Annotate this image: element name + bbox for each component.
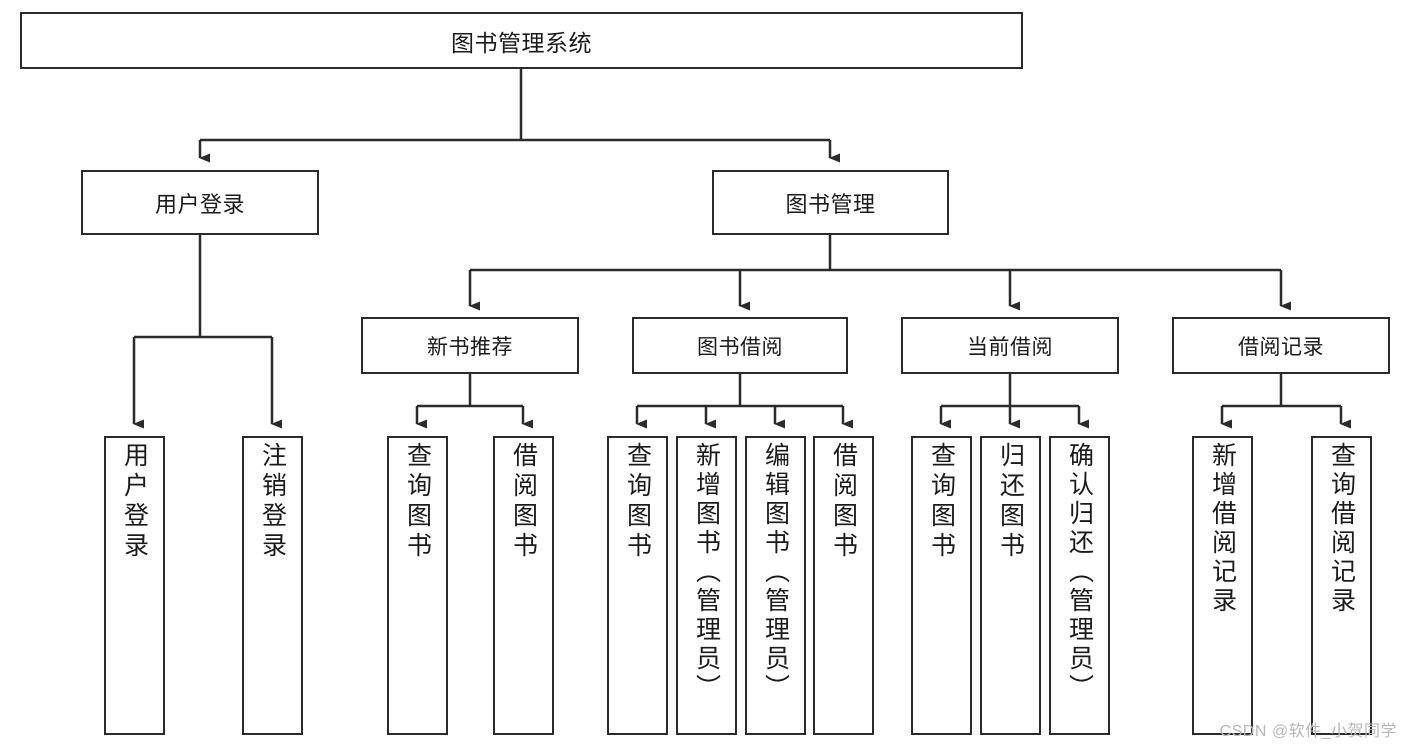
node-label: 查询图书 — [403, 442, 432, 562]
node-label: 图书管理 — [785, 191, 876, 217]
node-label: 当前借阅 — [967, 335, 1053, 359]
node-label: 查询图书 — [623, 442, 652, 562]
leaf-add-book-admin[interactable]: 新增图书（管理员） — [676, 436, 737, 735]
node-label: 编辑图书（管理员） — [761, 442, 790, 703]
leaf-logout[interactable]: 注销登录 — [242, 436, 303, 735]
leaf-query-book-current[interactable]: 查询图书 — [911, 436, 972, 735]
leaf-query-borrow-record[interactable]: 查询借阅记录 — [1311, 436, 1372, 735]
node-label: 借阅图书 — [829, 442, 858, 562]
node-label: 图书管理系统 — [451, 29, 592, 56]
leaf-edit-book-admin[interactable]: 编辑图书（管理员） — [745, 436, 806, 735]
leaf-return-book[interactable]: 归还图书 — [980, 436, 1041, 735]
node-current-borrow[interactable]: 当前借阅 — [901, 317, 1119, 374]
node-label: 新书推荐 — [427, 335, 513, 359]
node-label: 归还图书 — [996, 442, 1025, 562]
node-label: 借阅记录 — [1238, 335, 1324, 359]
leaf-query-book-borrow[interactable]: 查询图书 — [607, 436, 668, 735]
node-new-book-recommend[interactable]: 新书推荐 — [361, 317, 579, 374]
node-root-system[interactable]: 图书管理系统 — [20, 12, 1023, 69]
node-label: 借阅图书 — [509, 442, 538, 562]
leaf-confirm-return-admin[interactable]: 确认归还（管理员） — [1049, 436, 1110, 735]
node-book-management[interactable]: 图书管理 — [712, 170, 949, 235]
node-borrow-record[interactable]: 借阅记录 — [1172, 317, 1390, 374]
node-label: 新增借阅记录 — [1208, 442, 1237, 616]
leaf-query-book-newbook[interactable]: 查询图书 — [387, 436, 448, 735]
node-label: 用户登录 — [120, 442, 149, 562]
node-label: 查询借阅记录 — [1327, 442, 1356, 616]
node-label: 新增图书（管理员） — [692, 442, 721, 703]
node-label: 用户登录 — [154, 191, 245, 217]
node-user-login[interactable]: 用户登录 — [81, 170, 319, 235]
leaf-add-borrow-record[interactable]: 新增借阅记录 — [1192, 436, 1253, 735]
node-book-borrow[interactable]: 图书借阅 — [632, 317, 848, 374]
node-label: 确认归还（管理员） — [1065, 442, 1094, 703]
node-label: 图书借阅 — [697, 335, 783, 359]
leaf-borrow-book[interactable]: 借阅图书 — [813, 436, 874, 735]
leaf-user-login[interactable]: 用户登录 — [104, 436, 165, 735]
node-label: 查询图书 — [927, 442, 956, 562]
csdn-watermark: CSDN @软件_小贺同学 — [1219, 723, 1397, 740]
leaf-borrow-book-newbook[interactable]: 借阅图书 — [493, 436, 554, 735]
node-label: 注销登录 — [258, 442, 287, 562]
